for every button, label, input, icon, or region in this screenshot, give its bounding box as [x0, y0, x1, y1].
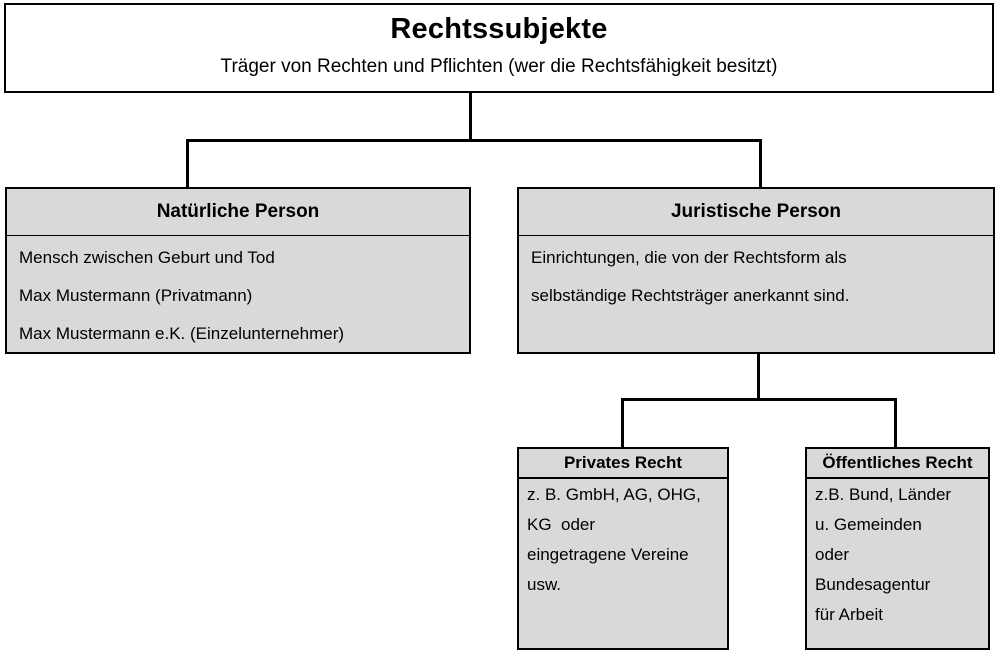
- legal-person-node: Juristische Person Einrichtungen, die vo…: [517, 187, 995, 354]
- connector-root-stem: [469, 92, 472, 140]
- natural-person-node: Natürliche Person Mensch zwischen Geburt…: [5, 187, 471, 354]
- private-law-line: eingetragene Vereine: [527, 545, 689, 564]
- public-law-line: u. Gemeinden: [815, 515, 922, 534]
- connector-legal-drop: [759, 139, 762, 187]
- legal-person-title: Juristische Person: [519, 189, 993, 236]
- connector-legal-stem: [757, 353, 760, 400]
- private-law-line: KG oder: [527, 515, 596, 534]
- private-law-line: z. B. GmbH, AG, OHG,: [527, 485, 701, 504]
- connector-public-drop: [894, 398, 897, 447]
- connector-level1-bar: [186, 139, 762, 142]
- natural-person-line: Max Mustermann (Privatmann): [19, 286, 253, 305]
- public-law-title: Öffentliches Recht: [807, 449, 988, 479]
- public-law-line: oder: [815, 545, 850, 564]
- public-law-node: Öffentliches Recht z.B. Bund, Länder u. …: [805, 447, 990, 650]
- public-law-line: Bundesagentur: [815, 575, 931, 594]
- root-node: Rechtssubjekte Träger von Rechten und Pf…: [4, 3, 994, 93]
- private-law-line: usw.: [527, 575, 562, 594]
- public-law-line: z.B. Bund, Länder: [815, 485, 952, 504]
- diagram-title: Rechtssubjekte: [390, 13, 608, 45]
- natural-person-body: Mensch zwischen Geburt und Tod Max Muste…: [7, 236, 469, 353]
- connector-natural-drop: [186, 139, 189, 187]
- legal-person-line: Einrichtungen, die von der Rechtsform al…: [531, 248, 847, 267]
- private-law-body: z. B. GmbH, AG, OHG, KG oder eingetragen…: [519, 479, 727, 600]
- diagram-subtitle: Träger von Rechten und Pflichten (wer di…: [220, 56, 778, 77]
- connector-level2-bar: [621, 398, 897, 401]
- public-law-body: z.B. Bund, Länder u. Gemeinden oder Bund…: [807, 479, 988, 630]
- natural-person-line: Mensch zwischen Geburt und Tod: [19, 248, 275, 267]
- legal-person-body: Einrichtungen, die von der Rechtsform al…: [519, 236, 993, 315]
- private-law-title: Privates Recht: [519, 449, 727, 479]
- connector-private-drop: [621, 398, 624, 447]
- private-law-node: Privates Recht z. B. GmbH, AG, OHG, KG o…: [517, 447, 729, 650]
- natural-person-title: Natürliche Person: [7, 189, 469, 236]
- natural-person-line: Max Mustermann e.K. (Einzelunternehmer): [19, 324, 345, 343]
- legal-person-line: selbständige Rechtsträger anerkannt sind…: [531, 286, 850, 305]
- public-law-line: für Arbeit: [815, 605, 884, 624]
